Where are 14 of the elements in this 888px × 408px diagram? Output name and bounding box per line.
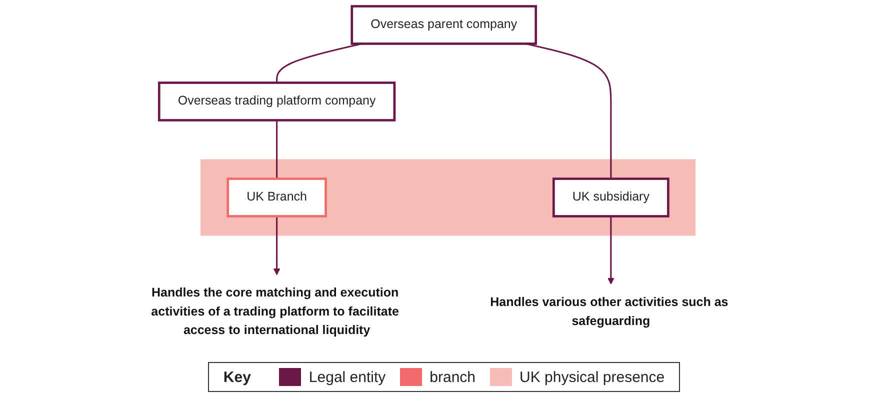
cluster: [200, 159, 696, 236]
node-text: Handles various other activities such as safeguarding: [490, 296, 728, 328]
key-heading: Key: [223, 368, 251, 386]
arrow: [608, 216, 614, 284]
connector: [276, 120, 278, 179]
node-box: UK Branch: [226, 178, 328, 218]
legend-label: UK physical presence: [520, 368, 665, 386]
legend-label: Legal entity: [308, 368, 386, 386]
node-box: Overseas trading platform company: [158, 82, 396, 122]
node-text: Handles the core matching and execution activities of a trading platform to facilitate access to international liquidity: [151, 286, 400, 338]
arrow: [274, 216, 280, 276]
legend-label: branch: [430, 368, 476, 386]
node-box: Overseas parent company: [350, 5, 538, 45]
node-box: UK subsidiary: [552, 178, 670, 218]
